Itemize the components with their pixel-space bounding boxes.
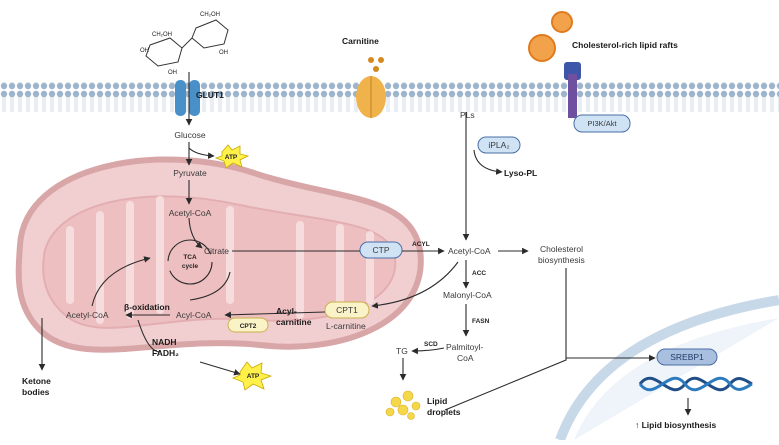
palmitoyl-label: Palmitoyl- xyxy=(446,342,483,352)
cpt1-enzyme xyxy=(324,301,370,319)
lipid-droplets-icon xyxy=(385,390,421,420)
acetyl-coa-left-label: Acetyl-CoA xyxy=(66,310,109,320)
ctp-label: CTP xyxy=(373,245,390,255)
tca-label: TCA xyxy=(183,254,197,261)
tca-cycle-ring xyxy=(167,239,213,285)
mitochondrion xyxy=(15,156,424,353)
atp-label-2: ATP xyxy=(247,373,260,380)
oh-label: OH xyxy=(140,48,149,54)
ipla2-label: iPLA₂ xyxy=(488,140,509,150)
oh-label: OH xyxy=(168,70,177,76)
glucose-structure: CH₂OH CH₂OH OH OH OH xyxy=(140,12,229,76)
pls-label: PLs xyxy=(460,110,475,120)
ch2oh-label: CH₂OH xyxy=(200,12,220,18)
nuclear-envelope xyxy=(555,295,779,442)
cpt2-label: CPT2 xyxy=(240,323,257,330)
lipid-raft-receptor xyxy=(564,62,581,118)
pyruvate-label: Pyruvate xyxy=(173,168,207,178)
srebp1-pill xyxy=(656,348,718,366)
acyl-carnitine-label-2: carnitine xyxy=(276,317,312,327)
droplets-label: droplets xyxy=(427,407,461,417)
coa-label: CoA xyxy=(457,353,474,363)
cpt2-enzyme xyxy=(227,317,269,333)
ctp-transporter xyxy=(359,241,403,259)
lipid-raft-icon xyxy=(528,34,556,62)
acetyl-coa-mito-label: Acetyl-CoA xyxy=(169,208,212,218)
pi3k-label: PI3K/Akt xyxy=(587,119,617,128)
fadh2-label: FADH₂ xyxy=(152,348,179,358)
tca-cycle-label: cycle xyxy=(182,263,199,270)
lyso-pl-label: Lyso-PL xyxy=(504,168,537,178)
carnitine-label: Carnitine xyxy=(342,36,379,46)
acyl-carnitine-label: Acyl- xyxy=(276,306,297,316)
ketone-label: Ketone xyxy=(22,376,51,386)
atp-burst-icon xyxy=(231,361,273,391)
nadh-label: NADH xyxy=(152,337,177,347)
atp-burst-icon xyxy=(214,144,250,169)
malonyl-coa-label: Malonyl-CoA xyxy=(443,290,492,300)
dna-helix-icon xyxy=(638,376,753,392)
lipid-raft-icon xyxy=(551,11,573,33)
glut1-transporter xyxy=(175,80,200,116)
cpt1-label: CPT1 xyxy=(336,305,358,315)
oh-label: OH xyxy=(219,50,228,56)
acyl-label: ACYL xyxy=(412,241,430,248)
tg-label: TG xyxy=(396,346,408,356)
ipla2-enzyme xyxy=(477,136,521,154)
lipid-rafts-label: Cholesterol-rich lipid rafts xyxy=(572,40,678,50)
fasn-label: FASN xyxy=(472,318,490,325)
pi3k-akt-pill xyxy=(573,114,631,133)
cell-membrane xyxy=(0,82,779,112)
beta-oxidation-label: β-oxidation xyxy=(124,302,170,312)
carnitine-molecule xyxy=(368,57,374,63)
acetyl-coa-cyto-label: Acetyl-CoA xyxy=(448,246,491,256)
scd-label: SCD xyxy=(424,341,438,348)
acyl-coa-label: Acyl-CoA xyxy=(176,310,212,320)
carnitine-molecule xyxy=(373,66,379,72)
bodies-label: bodies xyxy=(22,387,50,397)
l-carnitine-label: L-carnitine xyxy=(326,321,366,331)
atp-label: ATP xyxy=(225,154,238,161)
acc-label: ACC xyxy=(472,270,486,277)
glucose-label: Glucose xyxy=(174,130,205,140)
lipid-label: Lipid xyxy=(427,396,447,406)
carnitine-molecule xyxy=(378,57,384,63)
glut1-label: GLUT1 xyxy=(196,90,224,100)
srebp1-label: SREBP1 xyxy=(670,352,704,362)
lipid-biosynthesis-label: ↑ Lipid biosynthesis xyxy=(635,420,717,430)
biosynthesis-label: biosynthesis xyxy=(538,255,585,265)
ch2oh-label: CH₂OH xyxy=(152,32,172,38)
cholesterol-label: Cholesterol xyxy=(540,244,583,254)
citrate-label: Citrate xyxy=(204,246,229,256)
pathway-arrows xyxy=(38,72,692,416)
carnitine-transporter xyxy=(356,76,386,118)
